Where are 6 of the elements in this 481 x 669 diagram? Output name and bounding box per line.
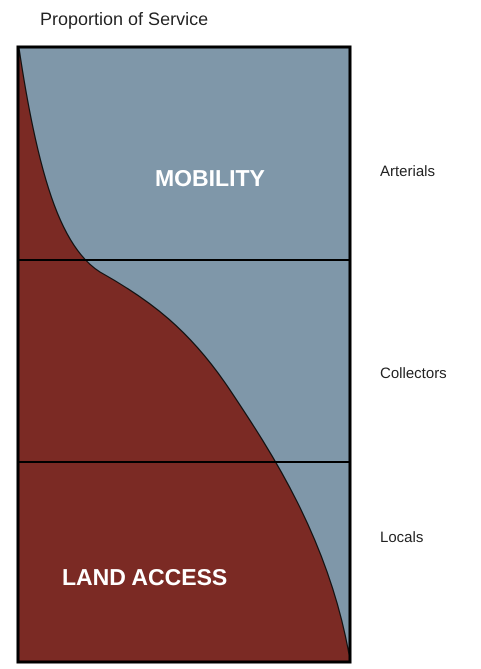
row-label: Locals <box>380 530 424 546</box>
row-label: Collectors <box>380 366 447 382</box>
row-label: Arterials <box>380 164 436 180</box>
region-label: MOBILITY <box>155 166 265 192</box>
region-label: LAND ACCESS <box>62 565 228 590</box>
chart-title: Proportion of Service <box>40 10 208 30</box>
